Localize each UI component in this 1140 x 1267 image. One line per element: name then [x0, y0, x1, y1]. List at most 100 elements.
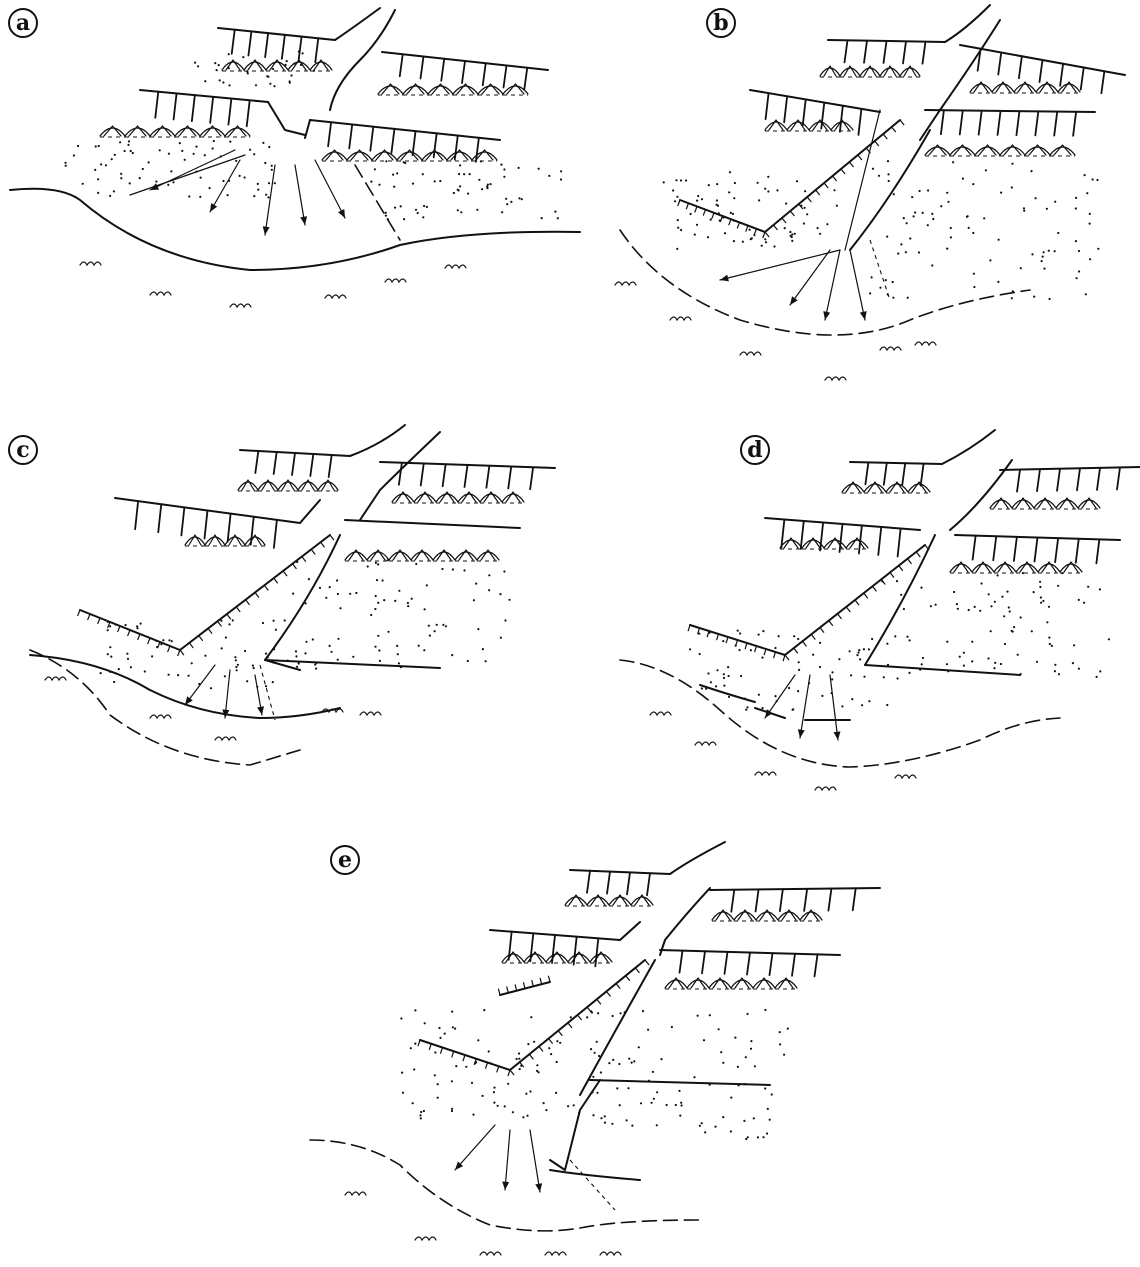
sand-stipple [415, 209, 417, 211]
sand-stipple [666, 1104, 668, 1106]
terrace-edge [865, 665, 1020, 675]
scree-row [820, 68, 840, 76]
scree-row [298, 482, 318, 490]
valley-wall-hatched-hatch [765, 232, 769, 237]
sand-stipple [1075, 197, 1077, 199]
sand-stipple [709, 1084, 711, 1086]
scarp-lower-left-tick [784, 96, 787, 122]
scarp-upper-left-tick [274, 452, 277, 474]
sand-stipple [676, 196, 678, 198]
sand-stipple [526, 1115, 528, 1117]
sand-stipple [289, 82, 291, 84]
sand-stipple [94, 169, 96, 171]
sand-stipple [126, 653, 128, 655]
scree-row [403, 86, 428, 94]
sand-stipple [906, 636, 908, 638]
sand-stipple [457, 189, 459, 191]
sand-stipple [529, 1090, 531, 1092]
scarp-lower-right-tick [815, 954, 818, 976]
scarp-lower-right-tick [434, 133, 437, 157]
water-wave [480, 1252, 501, 1255]
sand-stipple [212, 147, 214, 149]
sand-stipple [315, 668, 317, 670]
valley-wall-hatched-hatch [199, 636, 203, 641]
sand-stipple [567, 1105, 569, 1107]
sand-stipple [518, 197, 520, 199]
sand-stipple [400, 205, 402, 207]
sand-stipple [519, 1068, 521, 1070]
sand-stipple [962, 178, 964, 180]
valley-wall-hatched-hatch [246, 600, 250, 605]
scarp-lower-left-tick [210, 97, 213, 123]
sand-stipple [434, 630, 436, 632]
sand-stipple [530, 1016, 532, 1018]
inner-terrace-hatched-hatch [498, 989, 500, 995]
scree-row [860, 68, 880, 76]
scree-row [428, 86, 453, 94]
scarp-upper-right-tick [828, 889, 831, 911]
scree-row [1036, 84, 1058, 92]
sand-stipple [612, 1059, 614, 1061]
sand-stipple [244, 176, 246, 178]
sand-stipple [723, 673, 725, 675]
sand-stipple [998, 239, 1000, 241]
sand-stipple [728, 675, 730, 677]
sand-stipple [612, 1015, 614, 1017]
sand-stipple [100, 672, 102, 674]
valley-wall-hatched-hatch [846, 607, 850, 612]
sand-stipple [533, 1041, 535, 1043]
sand-stipple [120, 173, 122, 175]
sand-stipple [699, 1125, 701, 1127]
scree-row [436, 494, 458, 502]
sand-stipple [115, 623, 117, 625]
sand-stipple [473, 599, 475, 601]
lower-scarp-hatched-hatch [755, 646, 757, 652]
scree-row [310, 62, 332, 70]
scarp-lower-right-tick [998, 111, 1001, 135]
lower-scarp-hatched-hatch [688, 625, 690, 631]
scarp-upper-left-tick [248, 31, 251, 55]
gorge-outlet-right [305, 120, 310, 138]
sand-stipple [1011, 186, 1013, 188]
sand-stipple [909, 639, 911, 641]
scree-row [787, 122, 809, 130]
flow-arrow [210, 160, 240, 212]
sand-stipple [1084, 174, 1086, 176]
sand-stipple [111, 158, 113, 160]
valley-wall-hatched-hatch [510, 1070, 514, 1075]
sand-stipple [337, 593, 339, 595]
sand-stipple [221, 647, 223, 649]
sand-stipple [376, 579, 378, 581]
scarp-upper-right-tick [1019, 56, 1022, 78]
sand-stipple [930, 605, 932, 607]
scree-row [1025, 147, 1050, 155]
sand-stipple [972, 232, 974, 234]
sand-stipple [262, 622, 264, 624]
sand-stipple [394, 207, 396, 209]
sand-stipple [675, 179, 677, 181]
scree-row [864, 484, 886, 492]
sand-stipple [878, 175, 880, 177]
scarp-lower-left-tick [274, 520, 277, 548]
sand-stipple [179, 142, 181, 144]
scarp-upper-left-tick [329, 455, 332, 477]
sand-stipple [268, 182, 270, 184]
sand-stipple [997, 574, 999, 576]
sand-stipple [1075, 240, 1077, 242]
sand-stipple [375, 595, 377, 597]
sand-stipple [330, 651, 332, 653]
sand-stipple [222, 81, 224, 83]
valley-wall-hatched-hatch [785, 655, 789, 660]
lower-scarp-hatched-hatch [754, 229, 756, 235]
valley-wall-hatched-hatch [883, 134, 887, 139]
scree-row [846, 540, 868, 548]
sand-stipple [407, 602, 409, 604]
sand-stipple [918, 251, 920, 253]
sand-stipple [1012, 631, 1014, 633]
sand-stipple [950, 236, 952, 238]
sand-stipple [284, 619, 286, 621]
sand-stipple [1011, 163, 1013, 165]
sand-stipple [298, 50, 300, 52]
sand-stipple [971, 660, 973, 662]
sand-stipple [750, 649, 752, 651]
